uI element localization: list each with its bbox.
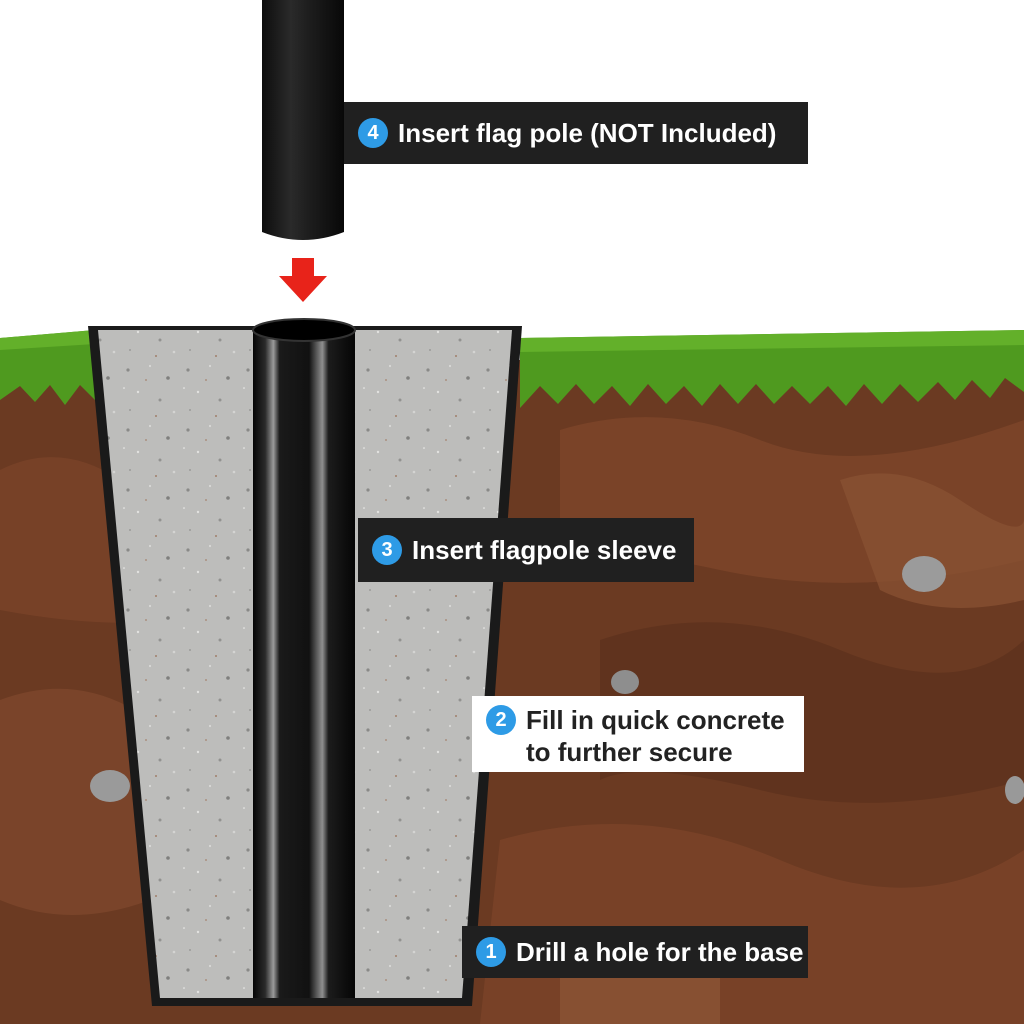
step-2-label: 2 Fill in quick concrete to further secu… <box>472 696 804 772</box>
step-3-badge: 3 <box>372 535 402 565</box>
arrow-down-icon <box>279 258 327 302</box>
step-1-badge: 1 <box>476 937 506 967</box>
grass <box>0 330 1024 408</box>
step-1-label: 1 Drill a hole for the base <box>462 926 808 978</box>
flag-pole <box>262 0 344 240</box>
step-2-badge: 2 <box>486 705 516 735</box>
step-4-text: Insert flag pole (NOT Included) <box>398 118 777 148</box>
step-1-text: Drill a hole for the base <box>516 937 804 967</box>
step-2-line-1: Fill in quick concrete <box>526 705 785 735</box>
step-4-label: 4 Insert flag pole (NOT Included) <box>344 102 808 164</box>
flagpole-sleeve <box>252 318 356 998</box>
step-3-label: 3 Insert flagpole sleeve <box>358 518 694 582</box>
step-4-badge: 4 <box>358 118 388 148</box>
step-2-text: Fill in quick concrete to further secure <box>526 704 785 768</box>
step-3-text: Insert flagpole sleeve <box>412 535 677 565</box>
step-2-line-2: to further secure <box>526 737 733 767</box>
